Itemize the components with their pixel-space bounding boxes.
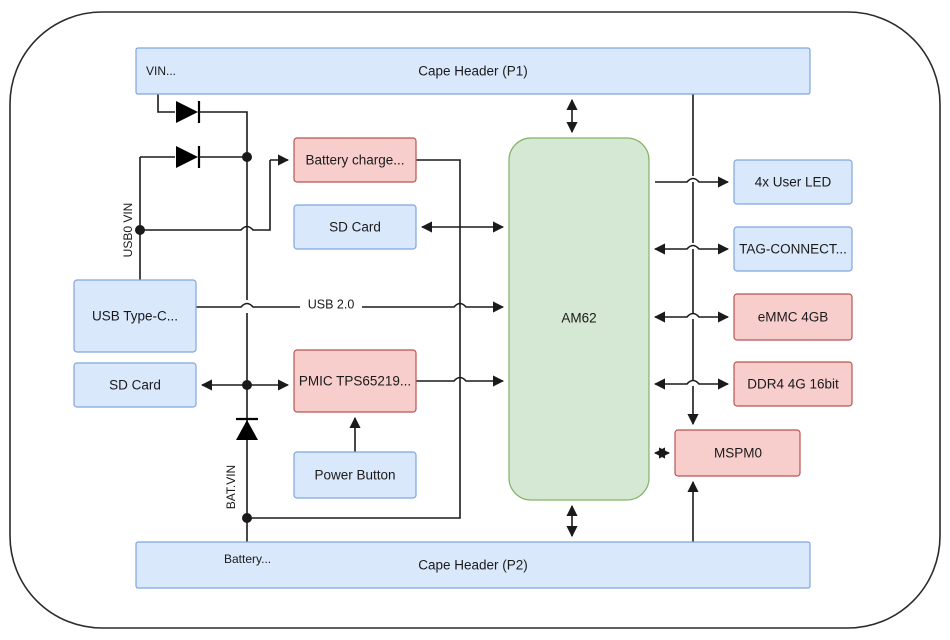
node-label-cape-header-p1: Cape Header (P1)	[418, 64, 528, 79]
node-label-user-led: 4x User LED	[755, 175, 832, 190]
node-label-pmic: PMIC TPS65219...	[299, 374, 411, 389]
node-cape-header-p2[interactable]: Cape Header (P2) Battery...	[135, 541, 811, 589]
node-mspm0[interactable]: MSPM0	[674, 429, 801, 477]
node-label-sd-card-top: SD Card	[329, 220, 381, 235]
node-label-tag-connect: TAG-CONNECT...	[739, 242, 847, 257]
node-label-mspm0: MSPM0	[714, 446, 762, 461]
wire-diode1-out	[216, 111, 248, 157]
diode-3-icon	[236, 417, 258, 440]
diode-1-icon	[176, 101, 216, 123]
node-emmc[interactable]: eMMC 4GB	[733, 293, 853, 341]
wire-am62-userled	[655, 176, 730, 188]
node-ddr4[interactable]: DDR4 4G 16bit	[733, 361, 853, 407]
wire-label-bat-vin: BAT.VIN	[224, 465, 238, 509]
node-battery-charger[interactable]: Battery charge...	[293, 137, 417, 183]
wire-label-layer: USB 2.0 USB0 VIN BAT.VIN	[121, 203, 362, 509]
node-label-emmc: eMMC 4GB	[758, 310, 829, 325]
junction-pmic-node	[242, 380, 252, 390]
wire-am62-emmc	[653, 311, 730, 323]
node-label-power-button: Power Button	[314, 468, 395, 483]
node-tag-connect[interactable]: TAG-CONNECT...	[733, 226, 853, 272]
node-label-cape-header-p2: Cape Header (P2)	[418, 558, 528, 573]
node-sd-card-bottom[interactable]: SD Card	[73, 362, 197, 408]
wire-vin-p1	[157, 94, 175, 113]
junction-vin-node	[242, 152, 252, 162]
node-sd-card-top[interactable]: SD Card	[293, 204, 417, 250]
wire-pmic-am62	[416, 375, 505, 387]
node-label-ddr4: DDR4 4G 16bit	[747, 377, 839, 392]
node-cape-header-p1[interactable]: Cape Header (P1) VIN...	[135, 47, 811, 95]
node-usb-type-c[interactable]: USB Type-C...	[73, 279, 197, 353]
usb20-label-bg	[300, 296, 362, 313]
node-label-am62: AM62	[561, 311, 596, 326]
wire-label-usb0-vin: USB0 VIN	[121, 203, 135, 258]
wire-label-usb20: USB 2.0	[308, 297, 355, 311]
node-side-label-battery: Battery...	[224, 552, 271, 566]
node-label-battery-charger: Battery charge...	[305, 153, 404, 168]
node-pmic[interactable]: PMIC TPS65219...	[293, 349, 417, 413]
node-label-usb-type-c: USB Type-C...	[92, 309, 178, 324]
node-label-sd-card-bottom: SD Card	[109, 378, 161, 393]
wire-charger-out	[247, 159, 461, 519]
wire-am62-ddr4	[653, 378, 730, 390]
node-user-led[interactable]: 4x User LED	[733, 159, 853, 205]
junction-usb0vin	[135, 225, 145, 235]
node-power-button[interactable]: Power Button	[293, 451, 417, 499]
wire-am62-tagconnect	[653, 243, 730, 255]
diode-2-icon	[176, 146, 216, 168]
junction-batvin	[242, 513, 252, 523]
node-side-label-vin: VIN...	[146, 64, 176, 78]
node-am62[interactable]: AM62	[508, 137, 650, 501]
